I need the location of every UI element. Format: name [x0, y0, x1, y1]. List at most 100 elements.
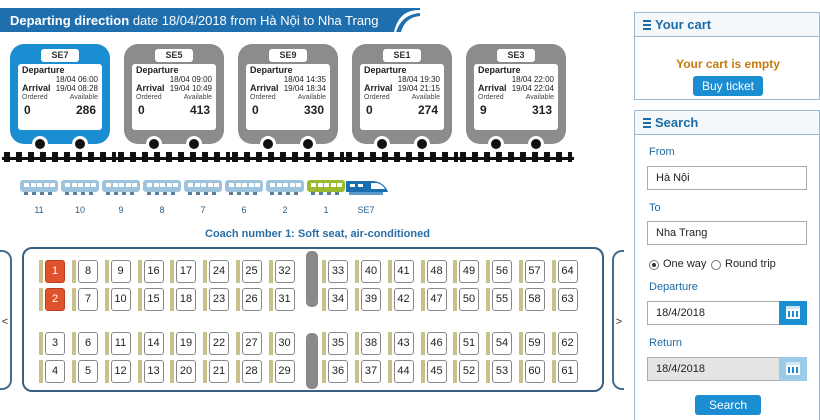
seat-52[interactable]: 52 [459, 360, 479, 383]
arrival-label: Arrival [364, 83, 393, 93]
coach-9[interactable] [102, 180, 140, 196]
rail-track [344, 157, 460, 160]
seat-61[interactable]: 61 [557, 360, 578, 383]
departure-date-input[interactable]: 18/4/2018 [647, 301, 781, 325]
to-input[interactable]: Nha Trang [647, 221, 807, 245]
seat-15[interactable]: 15 [143, 288, 164, 311]
seat-1[interactable]: 1 [45, 260, 65, 283]
seat-33[interactable]: 33 [328, 260, 348, 283]
seat-32[interactable]: 32 [274, 260, 295, 283]
coach-6[interactable] [225, 180, 263, 196]
coach-2[interactable] [266, 180, 304, 196]
seat-37[interactable]: 37 [361, 360, 381, 383]
from-input[interactable]: Hà Nội [647, 166, 807, 190]
next-coach-button[interactable]: > [612, 250, 624, 390]
seat-14[interactable]: 14 [143, 332, 164, 355]
seat-7[interactable]: 7 [78, 288, 98, 311]
coach-window [235, 183, 241, 187]
available-label: Available [525, 94, 554, 101]
coach-11[interactable] [20, 180, 58, 196]
seat-28[interactable]: 28 [241, 360, 262, 383]
coach-10[interactable] [61, 180, 99, 196]
seat-48[interactable]: 48 [426, 260, 447, 283]
seat-47[interactable]: 47 [426, 288, 447, 311]
seat-39[interactable]: 39 [361, 288, 381, 311]
seat-57[interactable]: 57 [524, 260, 545, 283]
seat-64[interactable]: 64 [557, 260, 578, 283]
seat-26[interactable]: 26 [241, 288, 262, 311]
seat-51[interactable]: 51 [459, 332, 479, 355]
seat-30[interactable]: 30 [274, 332, 295, 355]
seat-42[interactable]: 42 [393, 288, 414, 311]
buy-ticket-button[interactable]: Buy ticket [693, 76, 763, 96]
seat-50[interactable]: 50 [459, 288, 479, 311]
seat-31[interactable]: 31 [274, 288, 295, 311]
seat-27[interactable]: 27 [241, 332, 262, 355]
seat-6[interactable]: 6 [78, 332, 98, 355]
seat-12[interactable]: 12 [110, 360, 131, 383]
seat-41[interactable]: 41 [393, 260, 414, 283]
seat-45[interactable]: 45 [426, 360, 447, 383]
seat-38[interactable]: 38 [361, 332, 381, 355]
seat-4[interactable]: 4 [45, 360, 65, 383]
seat-43[interactable]: 43 [393, 332, 414, 355]
coach-window [153, 183, 159, 187]
seat-8[interactable]: 8 [78, 260, 98, 283]
seat-22[interactable]: 22 [209, 332, 229, 355]
coach-window [296, 183, 301, 187]
seat-18[interactable]: 18 [176, 288, 196, 311]
locomotive-label: SE7 [357, 205, 375, 215]
seat-20[interactable]: 20 [176, 360, 196, 383]
seat-3[interactable]: 3 [45, 332, 65, 355]
seat-49[interactable]: 49 [459, 260, 479, 283]
seat-36[interactable]: 36 [328, 360, 348, 383]
seat-44[interactable]: 44 [393, 360, 414, 383]
seat-21[interactable]: 21 [209, 360, 229, 383]
seat-58[interactable]: 58 [524, 288, 545, 311]
seat-9[interactable]: 9 [110, 260, 131, 283]
coach-7[interactable] [184, 180, 222, 196]
coach-8[interactable] [143, 180, 181, 196]
seat-25[interactable]: 25 [241, 260, 262, 283]
one-way-radio[interactable] [649, 260, 659, 270]
seat-40[interactable]: 40 [361, 260, 381, 283]
round-trip-radio[interactable] [711, 260, 721, 270]
seat-35[interactable]: 35 [328, 332, 348, 355]
locomotive-icon[interactable] [346, 180, 388, 196]
return-date-input[interactable]: 18/4/2018 [647, 357, 781, 381]
seat-16[interactable]: 16 [143, 260, 164, 283]
seat-2[interactable]: 2 [45, 288, 65, 311]
seat-10[interactable]: 10 [110, 288, 131, 311]
seat-59[interactable]: 59 [524, 332, 545, 355]
seat-13[interactable]: 13 [143, 360, 164, 383]
search-button[interactable]: Search [695, 395, 761, 415]
coach-1[interactable] [307, 180, 345, 196]
coach-window [229, 183, 234, 187]
seat-60[interactable]: 60 [524, 360, 545, 383]
seat-23[interactable]: 23 [209, 288, 229, 311]
calendar-icon[interactable] [779, 301, 807, 325]
seat-19[interactable]: 19 [176, 332, 196, 355]
seat-63[interactable]: 63 [557, 288, 578, 311]
seat-5[interactable]: 5 [78, 360, 98, 383]
seat-46[interactable]: 46 [426, 332, 447, 355]
seat-29[interactable]: 29 [274, 360, 295, 383]
seat-54[interactable]: 54 [492, 332, 512, 355]
seat-56[interactable]: 56 [492, 260, 512, 283]
seat-backrest [387, 260, 392, 283]
seat-34[interactable]: 34 [328, 288, 348, 311]
seat-17[interactable]: 17 [176, 260, 196, 283]
seat-11[interactable]: 11 [110, 332, 131, 355]
prev-coach-button[interactable]: < [0, 250, 12, 390]
seat-55[interactable]: 55 [492, 288, 512, 311]
seat-backrest [72, 332, 76, 355]
seat-53[interactable]: 53 [492, 360, 512, 383]
calendar-icon[interactable] [779, 357, 807, 381]
seat-62[interactable]: 62 [557, 332, 578, 355]
seat-24[interactable]: 24 [209, 260, 229, 283]
